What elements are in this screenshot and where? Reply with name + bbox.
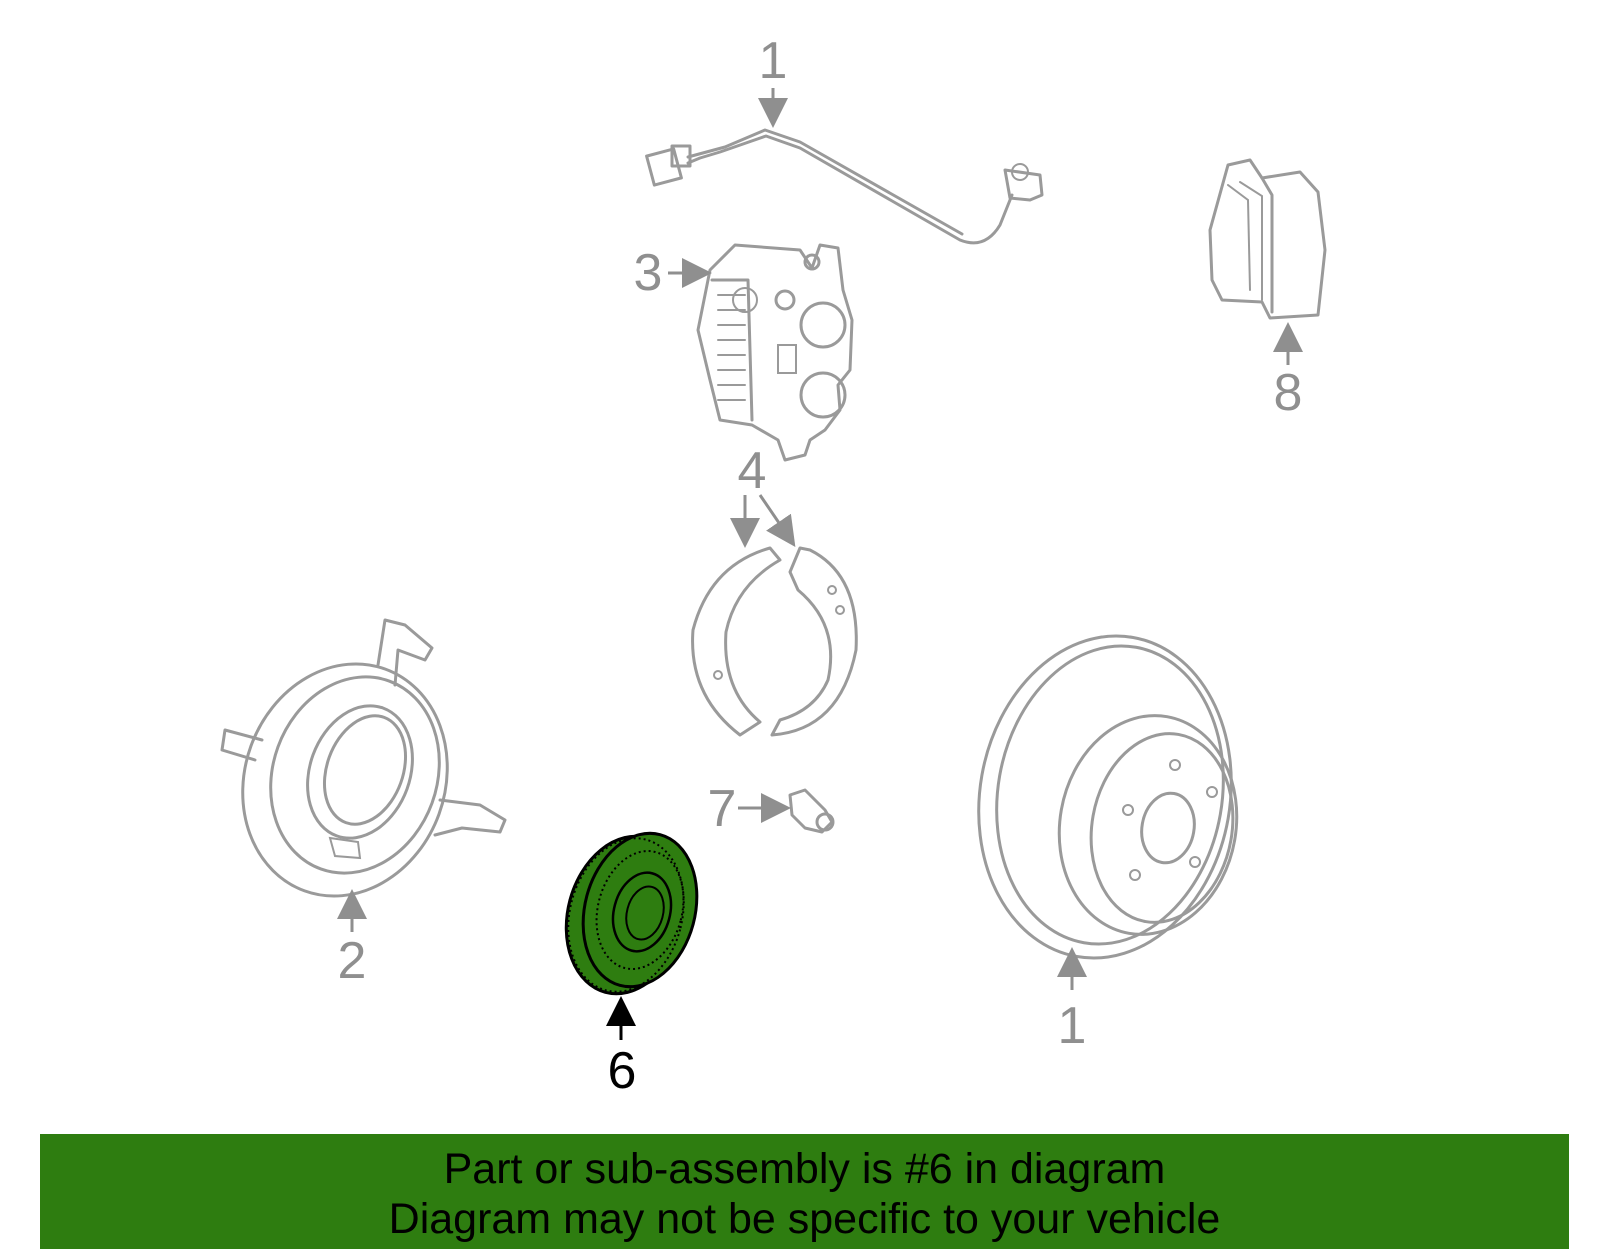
callout-2: 2 xyxy=(338,932,367,990)
callout-7: 7 xyxy=(708,780,737,838)
backing-plate[interactable] xyxy=(211,618,507,925)
callout-4: 4 xyxy=(738,442,767,500)
abs-sensor[interactable] xyxy=(788,788,835,834)
caliper[interactable] xyxy=(696,243,854,462)
banner-line-2: Diagram may not be specific to your vehi… xyxy=(388,1195,1221,1243)
brake-pads[interactable] xyxy=(1208,158,1327,320)
callout-5: 1 xyxy=(759,32,788,90)
callout-8: 8 xyxy=(1274,364,1303,422)
brake-hose[interactable] xyxy=(645,128,1044,245)
rotor[interactable] xyxy=(954,616,1256,978)
info-banner: Part or sub-assembly is #6 in diagram Di… xyxy=(40,1134,1569,1249)
abs-tone-ring[interactable] xyxy=(549,820,713,1007)
banner-line-1: Part or sub-assembly is #6 in diagram xyxy=(443,1145,1166,1193)
parking-brake-shoes[interactable] xyxy=(691,546,858,737)
callout-6: 6 xyxy=(608,1042,637,1100)
callout-1: 1 xyxy=(1058,997,1087,1055)
callout-3: 3 xyxy=(634,244,663,302)
